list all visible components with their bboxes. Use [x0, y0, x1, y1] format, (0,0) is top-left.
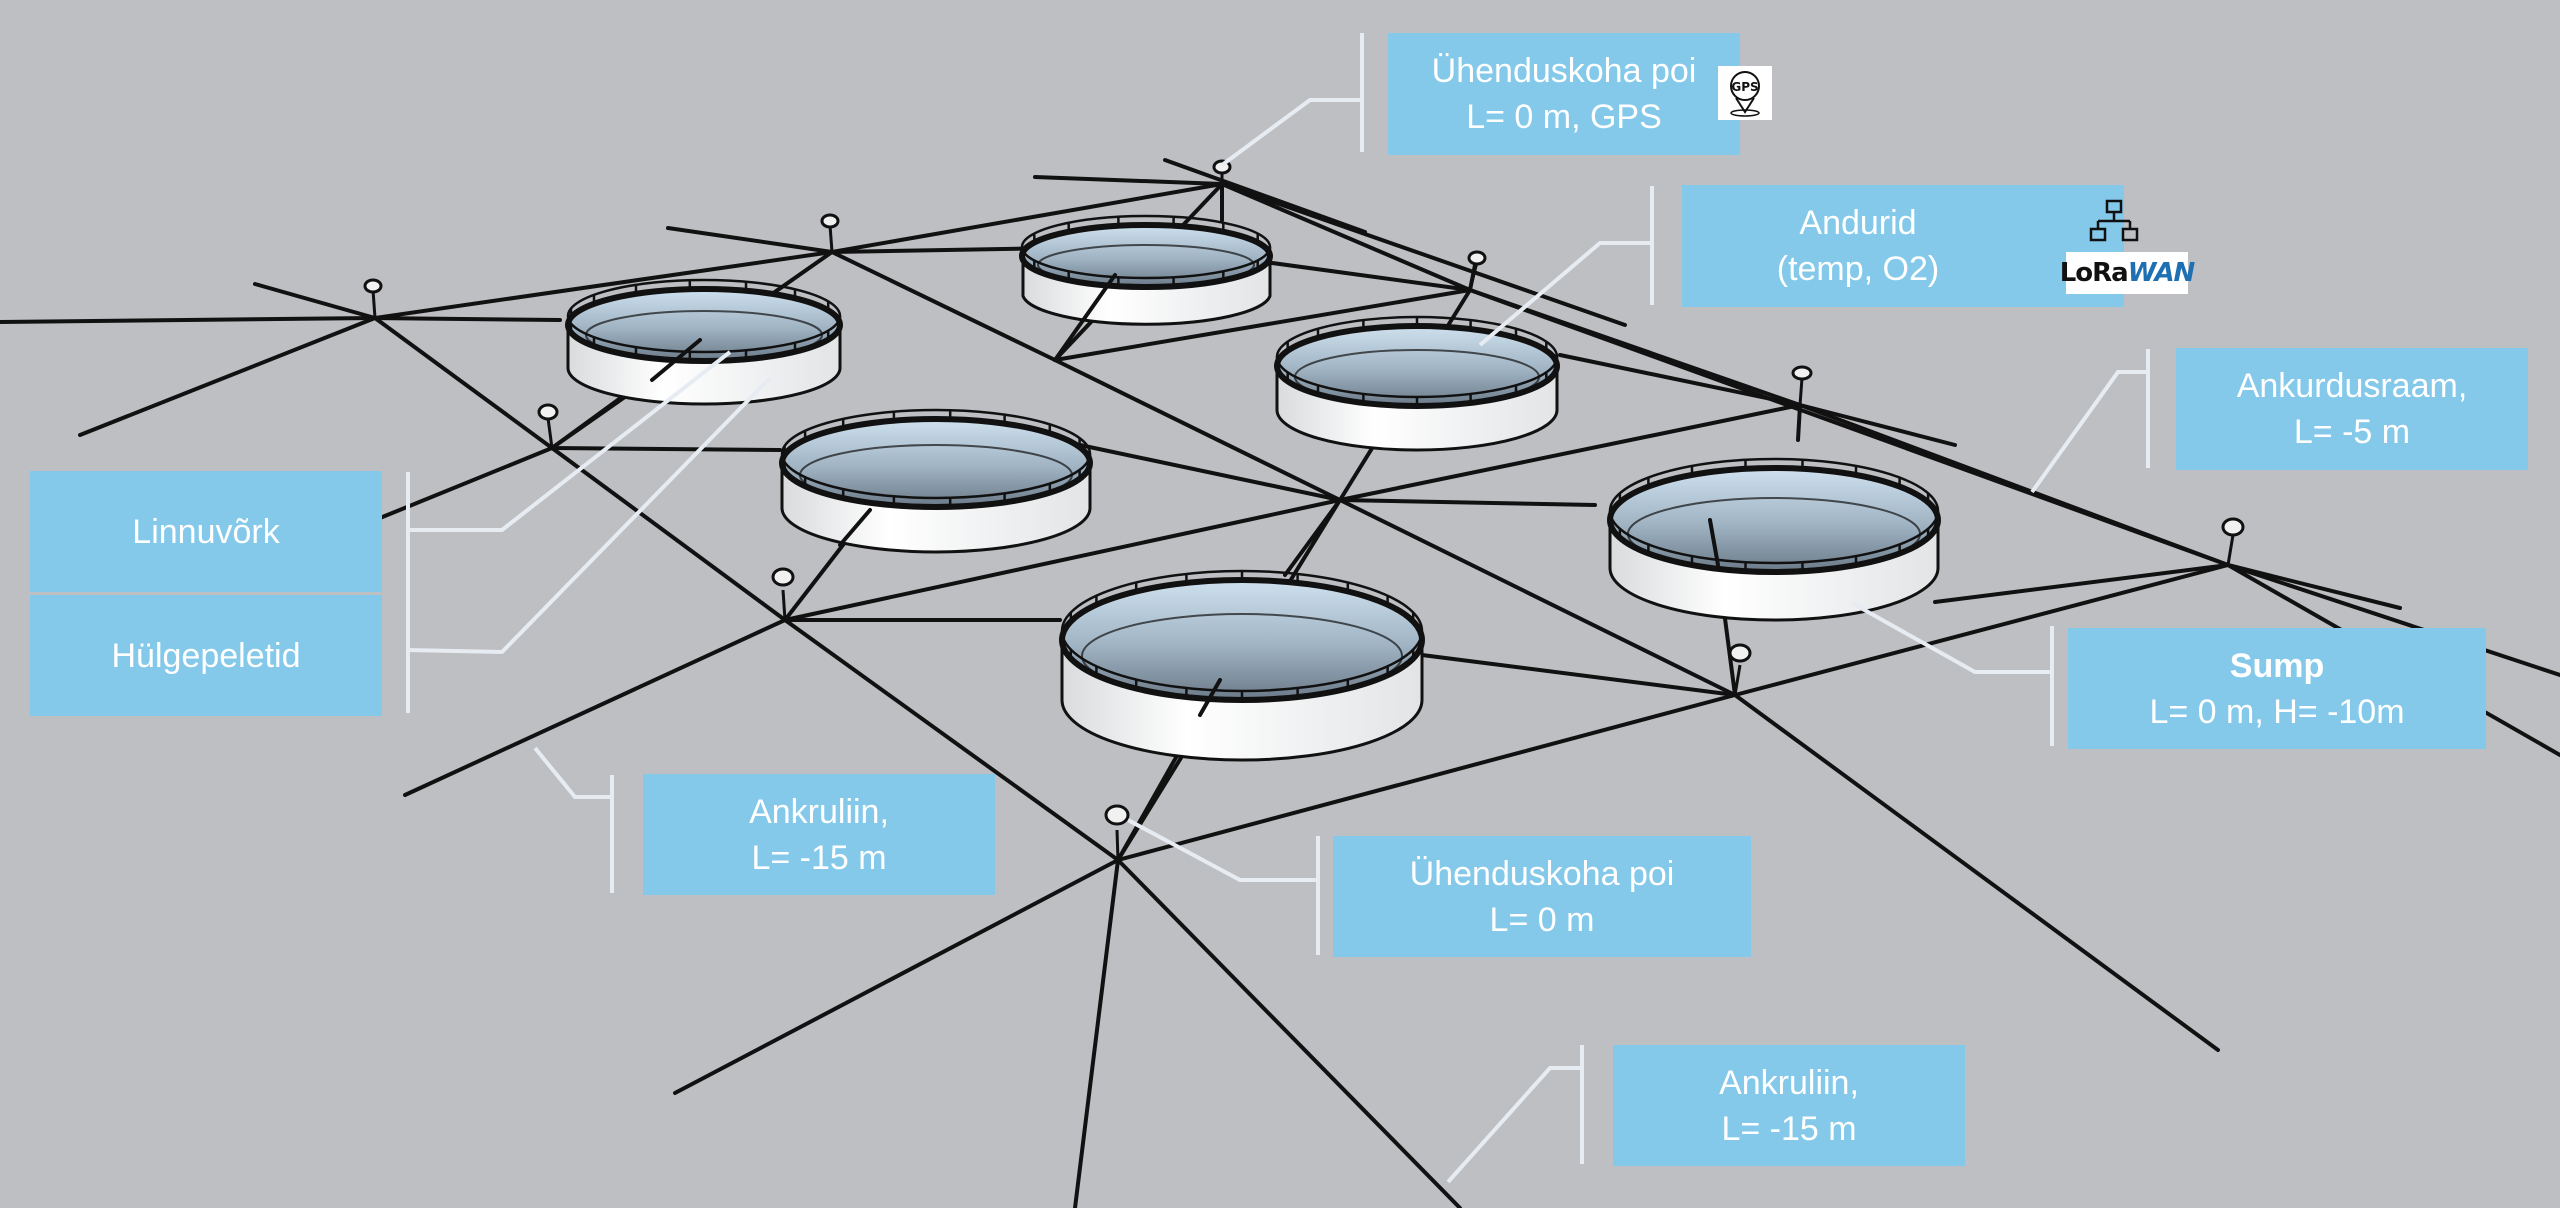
cage-rail-posts [1608, 457, 1940, 572]
mooring-lines [0, 158, 2560, 1208]
label-line: L= 0 m, GPS [1466, 98, 1662, 136]
label-line: L= 0 m, H= -10m [2149, 692, 2405, 731]
cage-rail-posts [780, 408, 1092, 507]
label-line: L= 0 m [1489, 900, 1595, 939]
buoy [1467, 250, 1487, 291]
cage-5 [1607, 457, 1941, 622]
buoy [1791, 365, 1813, 406]
buoy [2221, 517, 2245, 566]
label-line: Ühenduskoha poi [1431, 52, 1697, 90]
buoy [363, 278, 383, 319]
gps-pin-icon: GPS [1718, 66, 1772, 120]
cage-rail-posts [1060, 569, 1424, 700]
gps-icon-text: GPS [1731, 80, 1758, 94]
handrail [1060, 569, 1424, 693]
fish-cages [565, 214, 1941, 762]
label-connection-buoy-gps: Ühenduskoha poi L= 0 m, GPS [1388, 33, 1740, 155]
handrail [1608, 457, 1940, 565]
buoy [820, 213, 840, 253]
label-line: Linnuvõrk [132, 512, 280, 551]
label-line: L= -15 m [751, 838, 887, 877]
label-anchor-line-left: Ankruliin, L= -15 m [643, 774, 995, 895]
leader-lines [406, 33, 2150, 1184]
handrail [780, 408, 1092, 500]
label-anchor-line-bottom: Ankruliin, L= -15 m [1613, 1045, 1965, 1166]
cage-rail-posts [1275, 315, 1559, 406]
label-line: L= -5 m [2293, 413, 2411, 451]
handrail [566, 278, 842, 354]
network-icon [2088, 198, 2140, 246]
cage-rail-posts [1020, 214, 1272, 287]
label-seal-pellets: Hülgepeletid [30, 595, 382, 716]
cage-2 [1019, 214, 1273, 326]
label-line: Ühenduskoha poi [1409, 854, 1675, 893]
label-line: L= -15 m [1721, 1109, 1857, 1148]
lorawan-text-b: WAN [2127, 258, 2196, 288]
label-sensors: Andurid (temp, O2) [1682, 185, 2124, 307]
label-cage: Sump L= 0 m, H= -10m [2068, 628, 2486, 749]
cage-1 [565, 278, 843, 406]
buoy [1104, 804, 1130, 861]
label-line: Sump [2229, 646, 2325, 685]
cage-3 [1274, 315, 1560, 452]
cage-6 [1059, 569, 1425, 762]
handrail [1020, 214, 1272, 280]
label-line: Hülgepeletid [111, 636, 301, 675]
cage-rail-posts [566, 278, 842, 361]
label-connection-buoy: Ühenduskoha poi L= 0 m [1333, 836, 1751, 957]
handrail [1275, 315, 1559, 399]
label-line: (temp, O2) [1776, 250, 1940, 288]
label-line: Ankruliin, [749, 792, 889, 831]
buoy [1728, 643, 1752, 696]
label-line: Ankruliin, [1719, 1063, 1859, 1102]
label-bird-net: Linnuvõrk [30, 471, 382, 592]
connection-buoys [363, 159, 2245, 861]
buoy [537, 403, 559, 449]
lorawan-text-a: LoRa [2059, 258, 2129, 288]
label-mooring-frame: Ankurdusraam, L= -5 m [2176, 348, 2528, 470]
cage-4 [779, 408, 1093, 554]
label-line: Andurid [1799, 204, 1917, 242]
label-line: Ankurdusraam, [2236, 367, 2468, 405]
buoy [771, 567, 795, 621]
